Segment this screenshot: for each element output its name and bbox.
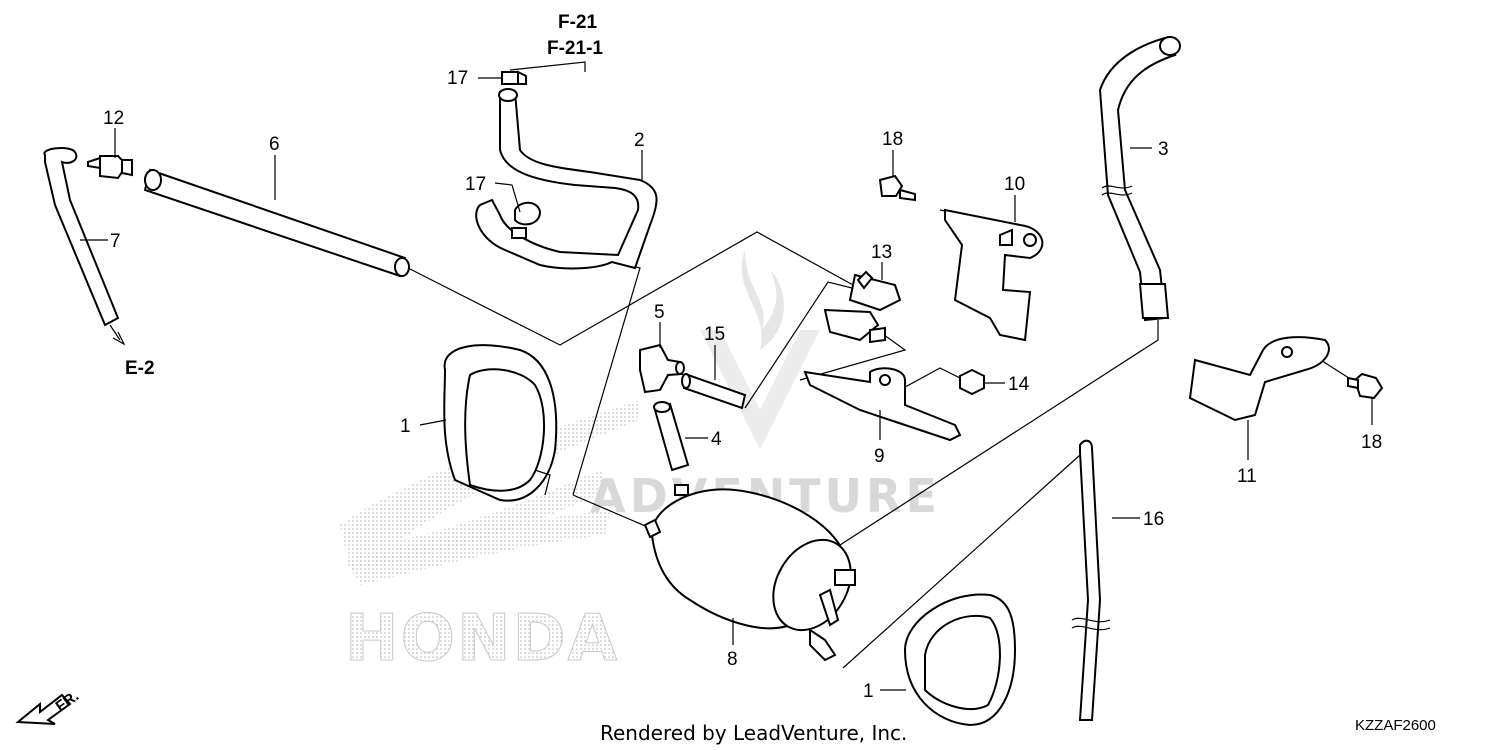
part-16-tube	[1071, 439, 1111, 721]
references: F-21 F-21-1 E-2	[125, 12, 603, 379]
part-1-band-upper	[443, 344, 558, 502]
callout-15[interactable]: 15	[704, 324, 725, 345]
rendered-by-credit: Rendered by LeadVenture, Inc.	[600, 721, 907, 745]
callout-17-lower[interactable]: 17	[465, 174, 486, 195]
callout-4[interactable]: 4	[711, 429, 722, 450]
direction-indicator: FR.	[15, 687, 82, 725]
assembly-lines	[407, 209, 1353, 669]
watermark: HONDA ADVENTURE	[340, 250, 937, 677]
callout-17-upper[interactable]: 17	[447, 68, 468, 89]
part-18-bolt-lower	[1347, 372, 1384, 400]
callout-6[interactable]: 6	[269, 134, 280, 155]
callout-13[interactable]: 13	[871, 242, 892, 263]
watermark-flame-icon	[741, 250, 784, 350]
ref-f21[interactable]: F-21	[558, 12, 598, 33]
callout-11[interactable]: 11	[1237, 466, 1257, 487]
callout-8[interactable]: 8	[727, 649, 738, 670]
part-3-hose	[1098, 36, 1181, 322]
callout-9[interactable]: 9	[874, 446, 885, 467]
callout-5[interactable]: 5	[654, 302, 665, 323]
part-1-band-lower	[903, 593, 1017, 727]
part-15-pipe	[681, 373, 747, 410]
part-2-hose	[475, 70, 658, 270]
callout-1-upper[interactable]: 1	[400, 416, 411, 437]
part-6-hose	[143, 168, 410, 278]
ref-e2[interactable]: E-2	[125, 358, 155, 379]
callout-2[interactable]: 2	[634, 130, 645, 151]
part-11-bracket	[1188, 336, 1330, 422]
callout-7[interactable]: 7	[110, 231, 121, 252]
part-10-bracket	[944, 208, 1044, 342]
part-12-fitting	[87, 155, 133, 180]
part-13-valve	[823, 270, 902, 344]
part-18-bolt-upper	[878, 174, 916, 202]
part-4-hose	[653, 401, 690, 472]
part-7-hose	[43, 147, 126, 346]
diagram-code: KZZAF2600	[1355, 717, 1436, 734]
callout-leaders	[80, 61, 1373, 691]
honda-wing-logo-lower	[345, 510, 610, 585]
part-8-canister	[643, 484, 856, 662]
ref-f21-1[interactable]: F-21-1	[547, 38, 603, 59]
watermark-brand: HONDA	[345, 602, 619, 676]
fr-arrow-icon	[15, 693, 72, 725]
part-5-elbow	[639, 343, 685, 394]
part-9-bracket	[803, 367, 962, 442]
callout-12[interactable]: 12	[103, 108, 124, 129]
watermark-v-icon	[700, 330, 820, 450]
callout-10[interactable]: 10	[1004, 174, 1025, 195]
callout-18-lower[interactable]: 18	[1361, 432, 1382, 453]
callout-14[interactable]: 14	[1008, 374, 1030, 395]
part-14-nut	[959, 368, 985, 396]
callout-16[interactable]: 16	[1143, 509, 1164, 530]
callout-1-lower[interactable]: 1	[863, 681, 874, 702]
callouts: 12 6 7 17 2 17 3 18 10 13 5 15 4 1 14 9 …	[103, 68, 1382, 702]
callout-3[interactable]: 3	[1158, 139, 1169, 160]
callout-18-upper[interactable]: 18	[882, 129, 903, 150]
